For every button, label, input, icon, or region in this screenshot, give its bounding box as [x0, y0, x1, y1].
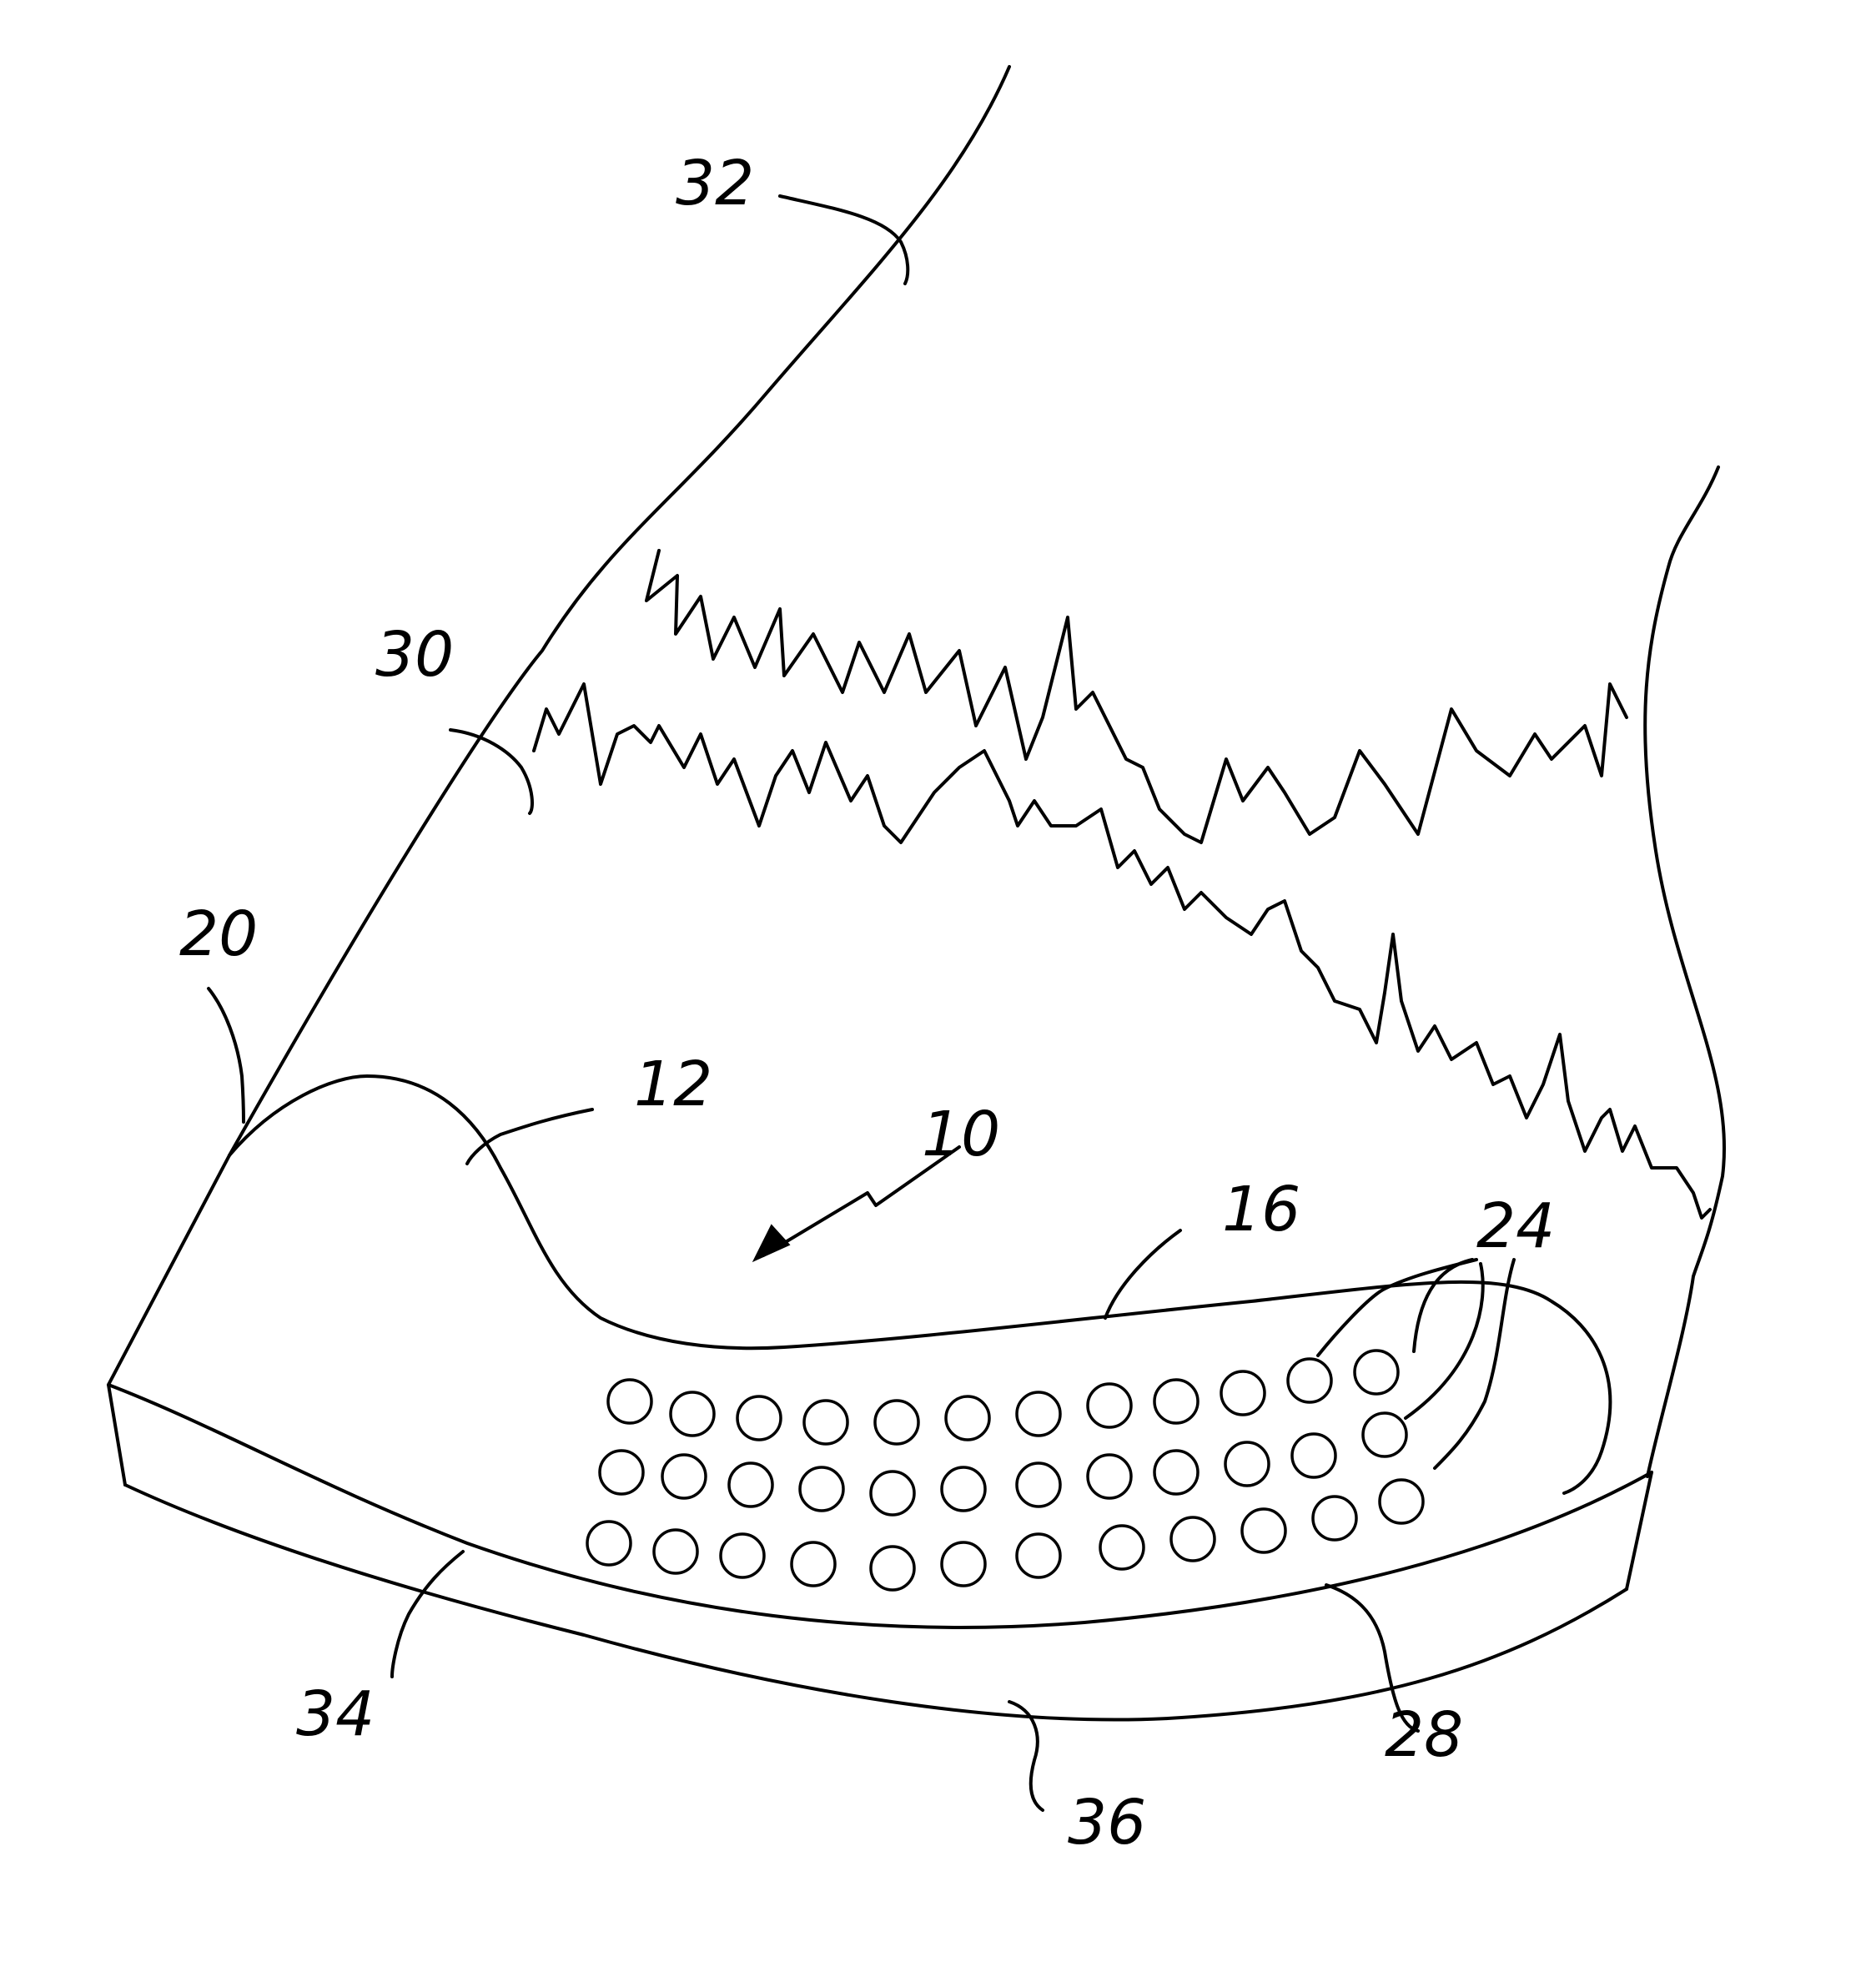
leader-30: [450, 730, 532, 813]
label-34: 34: [296, 1678, 375, 1750]
vent-holes: [587, 1351, 1423, 1590]
hoof-front-wall: [229, 67, 1009, 1155]
leader-32: [780, 196, 908, 284]
label-16: 16: [1222, 1174, 1300, 1245]
label-30: 30: [375, 619, 454, 691]
leader-12: [467, 1109, 592, 1164]
leader-24-a: [1318, 1260, 1476, 1356]
label-32: 32: [676, 148, 754, 219]
label-10: 10: [922, 1099, 1000, 1170]
leader-24-c: [1406, 1264, 1483, 1418]
hair-tufts-lower: [534, 684, 1710, 1218]
boot-left-edge: [108, 1155, 229, 1485]
boot-top-rim: [108, 1385, 1652, 1627]
label-28: 28: [1385, 1699, 1463, 1771]
label-20: 20: [179, 898, 258, 970]
leader-34: [392, 1552, 463, 1677]
boot-toe-cap-outline: [229, 1076, 1610, 1493]
label-12: 12: [634, 1049, 712, 1120]
label-36: 36: [1068, 1787, 1146, 1859]
boot-heel-edge: [1627, 1472, 1652, 1589]
leader-20: [209, 988, 244, 1122]
arrow-10-head: [755, 1226, 788, 1260]
leader-24-d: [1435, 1260, 1514, 1468]
leader-16: [1105, 1230, 1180, 1318]
hoof-back-line: [1645, 467, 1724, 1476]
hair-tufts-upper: [646, 551, 1627, 843]
label-24: 24: [1476, 1190, 1555, 1262]
